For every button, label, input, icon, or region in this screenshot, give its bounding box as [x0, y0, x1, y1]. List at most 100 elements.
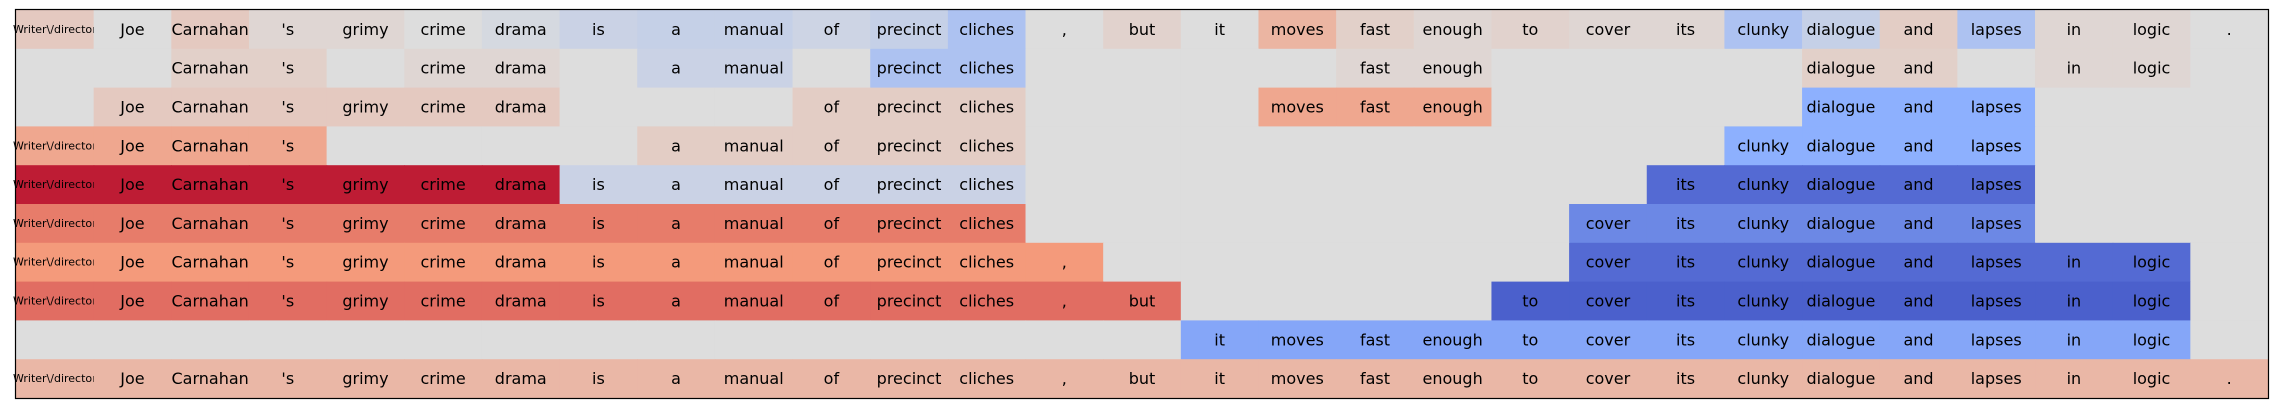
cell-token-label: and	[1903, 214, 1933, 233]
heatmap-cell	[1879, 204, 1958, 244]
cell-token-label: its	[1676, 20, 1695, 39]
heatmap-cell	[1646, 48, 1726, 89]
heatmap-cell	[171, 281, 250, 321]
cell-token-label: precinct	[877, 59, 942, 78]
cell-token-label: 's	[281, 59, 294, 78]
cell-token-label: but	[1129, 20, 1156, 39]
cell-token-label: cover	[1586, 20, 1631, 39]
cell-token-label: Joe	[119, 214, 144, 233]
cell-token-label: and	[1903, 59, 1933, 78]
cell-token-label: crime	[420, 292, 465, 311]
heatmap-cell	[171, 320, 250, 360]
heatmap-cell	[171, 165, 250, 205]
cell-token-label: lapses	[1971, 369, 2022, 388]
heatmap-cell	[947, 10, 1027, 50]
heatmap-cell	[559, 126, 638, 166]
cell-token-label: fast	[1360, 59, 1390, 78]
heatmap-cell	[714, 242, 794, 283]
heatmap-cell	[481, 10, 561, 50]
heatmap-cell	[326, 359, 405, 399]
cell-token-label: to	[1522, 292, 1538, 311]
heatmap-cell	[1258, 359, 1337, 399]
heatmap-cell	[248, 320, 328, 360]
heatmap-cell	[1724, 87, 1803, 127]
heatmap-cell	[2035, 87, 2114, 127]
heatmap-cell	[1025, 126, 1104, 166]
heatmap-cell	[1258, 48, 1337, 89]
cell-token-label: grimy	[342, 214, 388, 233]
heatmap-cell	[1180, 10, 1260, 50]
cell-token-label: dialogue	[1807, 330, 1876, 349]
heatmap-cell	[1569, 165, 1648, 205]
heatmap-cell	[637, 87, 716, 127]
heatmap-cell	[1336, 48, 1415, 89]
cell-token-label: it	[1214, 20, 1225, 39]
heatmap-cell	[1957, 359, 2036, 399]
heatmap-cell	[1646, 242, 1726, 283]
cell-token-label: to	[1522, 369, 1538, 388]
heatmap-cell	[559, 242, 638, 283]
cell-token-label: and	[1903, 292, 1933, 311]
heatmap-cell	[1957, 242, 2036, 283]
cell-token-label: manual	[724, 136, 784, 155]
heatmap-cell	[1336, 10, 1415, 50]
heatmap-cell	[481, 281, 561, 321]
heatmap-cell	[1491, 48, 1570, 89]
heatmap-cell	[2112, 87, 2191, 127]
cell-token-label: moves	[1271, 330, 1324, 349]
cell-token-label: crime	[420, 214, 465, 233]
heatmap-cell	[248, 281, 328, 321]
heatmap-cell	[1413, 165, 1493, 205]
heatmap-cell	[1103, 204, 1182, 244]
heatmap-cell	[171, 359, 250, 399]
heatmap-cell	[1646, 320, 1726, 360]
heatmap-cell	[1258, 126, 1337, 166]
cell-token-label: cliches	[959, 98, 1014, 117]
heatmap-cell	[171, 204, 250, 244]
cell-token-label: drama	[495, 253, 547, 272]
heatmap-cell	[1180, 126, 1260, 166]
heatmap-cell	[248, 242, 328, 283]
heatmap-cell	[637, 10, 716, 50]
cell-token-label: cliches	[959, 175, 1014, 194]
cell-token-label: moves	[1271, 369, 1324, 388]
cell-token-label: lapses	[1971, 292, 2022, 311]
cell-token-label: dialogue	[1807, 214, 1876, 233]
heatmap-cell	[404, 359, 483, 399]
heatmap-cell	[16, 359, 95, 399]
heatmap-cell	[559, 87, 638, 127]
cell-token-label: clunky	[1737, 136, 1789, 155]
cell-token-label: crime	[420, 59, 465, 78]
heatmap-cell	[93, 10, 172, 50]
heatmap-cell	[1180, 165, 1260, 205]
heatmap-cell	[248, 359, 328, 399]
heatmap-cell	[1491, 359, 1570, 399]
heatmap-cell	[1491, 87, 1570, 127]
heatmap-cell	[792, 165, 871, 205]
heatmap-cell	[1336, 320, 1415, 360]
cell-token-label: dialogue	[1807, 59, 1876, 78]
heatmap-cell	[1957, 165, 2036, 205]
plot-frame	[14, 8, 2270, 400]
heatmap-cell	[93, 204, 172, 244]
cell-token-label: is	[592, 369, 605, 388]
cell-token-label: dialogue	[1807, 369, 1876, 388]
heatmap-cell	[1724, 242, 1803, 283]
heatmap-cell	[1724, 320, 1803, 360]
heatmap-cell	[1491, 126, 1570, 166]
cell-token-label: of	[824, 98, 840, 117]
heatmap-cell	[1180, 359, 1260, 399]
cell-token-label: manual	[724, 292, 784, 311]
cell-token-label: 's	[281, 214, 294, 233]
heatmap-cell	[637, 165, 716, 205]
heatmap-cell	[404, 242, 483, 283]
heatmap-cell	[1258, 320, 1337, 360]
heatmap-cell	[248, 87, 328, 127]
cell-token-label: clunky	[1737, 253, 1789, 272]
heatmap-cell	[1103, 165, 1182, 205]
cell-token-label: Carnahan	[171, 98, 248, 117]
heatmap-cell	[16, 281, 95, 321]
heatmap-cell	[1413, 242, 1493, 283]
